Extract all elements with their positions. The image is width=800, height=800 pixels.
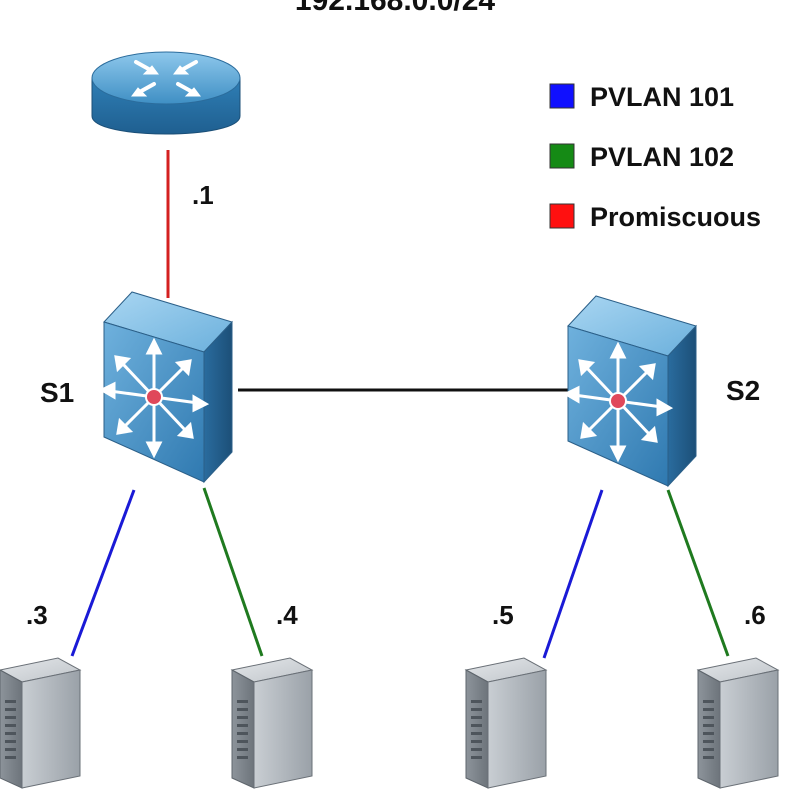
router-address-label: .1 [192,180,214,210]
legend-swatch-promiscuous [549,203,575,229]
link-s1-server-4 [202,487,264,657]
server-5-icon [465,657,547,789]
legend-label-pvlan-102: PVLAN 102 [590,142,734,172]
router-icon [91,51,241,135]
server-6-address-label: .6 [744,600,766,630]
server-4-address-label: .4 [276,600,298,630]
server-3-address-label: .3 [26,600,48,630]
link-s1-server-3 [70,489,136,657]
switch-s2-icon [564,294,698,488]
server-3-icon [0,657,81,789]
link-s2-server-6 [666,489,730,657]
switch-s2-label: S2 [726,375,760,406]
switch-s1-label: S1 [40,377,74,408]
legend-swatch-pvlan-102 [549,143,575,169]
server-6-icon [697,657,779,789]
server-5-address-label: .5 [492,600,514,630]
legend: PVLAN 101 PVLAN 102 Promiscuous [549,82,761,232]
switch-s1-icon [100,290,234,484]
legend-swatch-pvlan-101 [549,83,575,109]
legend-label-pvlan-101: PVLAN 101 [590,82,734,112]
link-s2-server-5 [542,489,604,659]
subnet-title: 192.168.0.0/24 [295,0,496,17]
server-4-icon [231,657,313,789]
legend-label-promiscuous: Promiscuous [590,202,761,232]
